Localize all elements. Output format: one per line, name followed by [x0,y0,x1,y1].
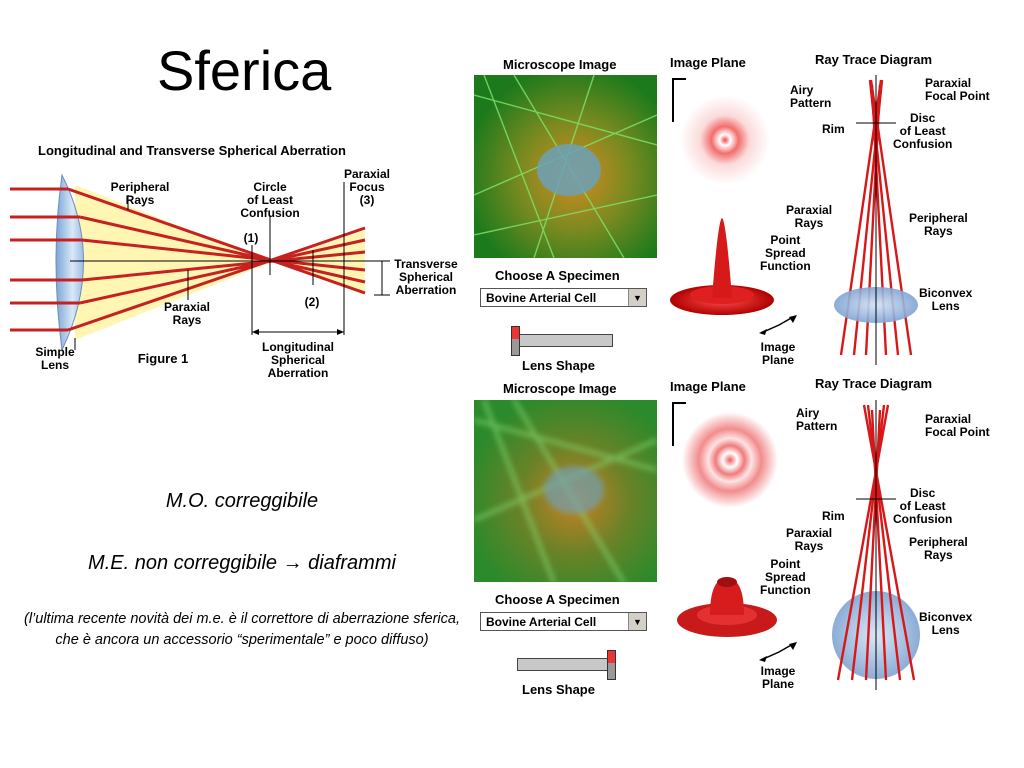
label-circle-least-confusion: Circle of Least Confusion [240,180,300,220]
label-peripheral-rays: Peripheral Rays [110,180,170,207]
label-biconvex-lens-2: Biconvex Lens [919,610,973,637]
ray-trace-diagram-top [834,75,918,365]
label-point-2: (2) [304,295,320,309]
specimen-select[interactable]: Bovine Arterial Cell ▼ [480,288,647,307]
microscope-image-header-2: Microscope Image [503,381,617,396]
note-optical-microscope: M.O. correggibile [165,490,319,512]
label-paraxial-rays-1: Paraxial Rays [786,203,833,230]
choose-specimen-label: Choose A Specimen [495,268,620,283]
label-disc-least-confusion-2: Disc of Least Confusion [893,486,953,526]
lens-shape-slider-track-2[interactable] [517,658,615,671]
label-psf-2: Point Spread Function [760,557,811,597]
label-rim-2: Rim [822,509,845,523]
microscope-image-header: Microscope Image [503,57,617,72]
microscope-image-sharp [474,75,657,258]
note-electron-microscope: M.E. non correggibile → diaframmi [88,552,396,574]
slide-title: Sferica [157,39,332,102]
label-paraxial-rays: Paraxial Rays [163,300,211,327]
label-rim: Rim [822,122,845,136]
label-paraxial-focal-point: Paraxial Focal Point [925,76,990,103]
label-point-1: (1) [243,231,259,245]
lens-shape-label: Lens Shape [522,358,595,373]
lens-shape-slider-track[interactable] [515,334,613,347]
image-plane-arrow-3 [672,402,686,446]
simple-lens-shape [55,173,84,352]
image-plane-arrow-4 [759,642,799,662]
microscope-image-blurred [474,400,657,582]
label-psf-1: Point Spread Function [760,233,811,273]
image-plane-arrow [672,78,686,122]
airy-pattern-sharp [680,95,770,185]
spherical-aberration-diagram [10,173,390,352]
label-airy-pattern: Airy Pattern [790,83,832,110]
lens-shape-label-2: Lens Shape [522,682,595,697]
ray-trace-header: Ray Trace Diagram [815,52,933,67]
lens-shape-slider-thumb-2[interactable] [607,650,616,680]
lens-shape-slider-thumb[interactable] [511,326,520,356]
ray-trace-diagram-bottom [832,400,920,690]
label-disc-least-confusion: Disc of Least Confusion [893,111,953,151]
psf-blurred [677,577,777,637]
specimen-select-value-2: Bovine Arterial Cell [486,615,597,629]
note-aberration-corrector: (l’ultima recente novità dei m.e. è il c… [24,611,460,648]
airy-pattern-blurred [682,412,778,508]
image-plane-header-2: Image Plane [670,379,746,394]
label-paraxial-focal-point-2: Paraxial Focal Point [925,412,990,439]
ray-cone-fill [75,185,272,340]
label-image-plane-2: Image Plane [760,664,796,691]
label-paraxial-focus: Paraxial Focus (3) [343,167,391,207]
ray-trace-header-2: Ray Trace Diagram [815,376,933,391]
label-image-plane: Image Plane [760,340,796,367]
label-longitudinal-aberration: Longitudinal Spherical Aberration [262,340,334,380]
dropdown-arrow-icon-2[interactable]: ▼ [628,613,646,630]
specimen-select-value: Bovine Arterial Cell [486,291,597,305]
label-paraxial-rays-2: Paraxial Rays [786,526,833,553]
label-biconvex-lens-1: Biconvex Lens [919,286,973,313]
label-transverse-aberration: Transverse Spherical Aberration [394,257,458,297]
specimen-select-2[interactable]: Bovine Arterial Cell ▼ [480,612,647,631]
choose-specimen-label-2: Choose A Specimen [495,592,620,607]
label-simple-lens: Simple Lens [35,345,75,372]
label-airy-pattern-2: Airy Pattern [796,406,838,433]
dropdown-arrow-icon[interactable]: ▼ [628,289,646,306]
figure1-title: Longitudinal and Transverse Spherical Ab… [38,143,346,158]
psf-sharp [670,218,774,315]
label-peripheral-rays-2: Peripheral Rays [909,535,968,562]
figure1-caption: Figure 1 [137,351,189,366]
image-plane-arrow-2 [759,315,799,335]
label-peripheral-rays-1: Peripheral Rays [909,211,968,238]
image-plane-header: Image Plane [670,55,746,70]
